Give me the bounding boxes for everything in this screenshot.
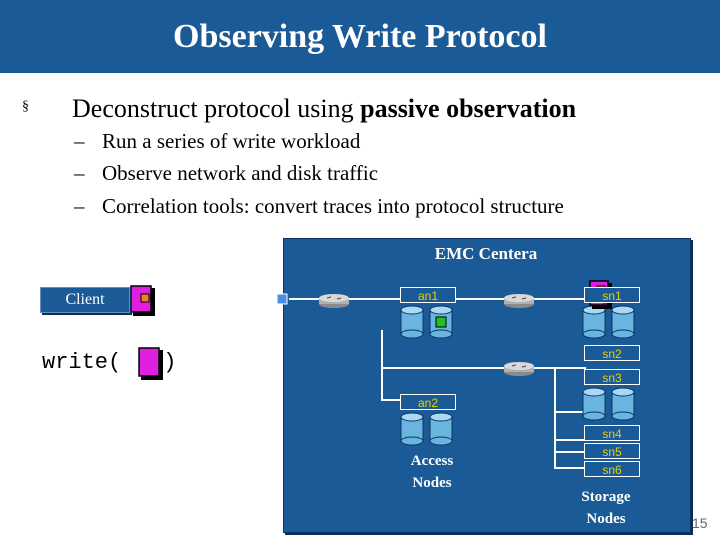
node-tag-sn2: sn2 — [584, 345, 640, 361]
port-icon — [276, 293, 288, 305]
node-tag-sn4: sn4 — [584, 425, 640, 441]
sub-bullet-text: Run a series of write workload — [102, 129, 361, 153]
access-nodes-label: Access Nodes — [392, 450, 472, 494]
panel-title: EMC Centera — [434, 244, 538, 263]
file-icon — [130, 285, 155, 316]
disk-icon — [611, 387, 635, 421]
router-icon — [504, 362, 534, 376]
network-links — [155, 298, 586, 469]
disk-icon — [400, 305, 424, 339]
storage-nodes-label: Storage Nodes — [566, 486, 646, 530]
disk-icon — [582, 305, 606, 339]
access-nodes-label-line: Nodes — [412, 475, 452, 491]
node-tag-sn6: sn6 — [584, 461, 640, 477]
main-bullet-plain: Deconstruct protocol using — [72, 94, 361, 123]
client-box: Client — [40, 287, 130, 313]
page-number: 15 — [692, 515, 708, 531]
node-tag-sn1: sn1 — [584, 287, 640, 303]
disk-icon — [611, 305, 635, 339]
write-open: write( — [42, 350, 122, 375]
main-bullet-text: Deconstruct protocol using passive obser… — [72, 94, 576, 124]
disk-icon — [429, 412, 453, 446]
sub-bullet-text: Observe network and disk traffic — [102, 161, 379, 185]
disk-icon — [582, 387, 606, 421]
node-tag-sn5: sn5 — [584, 443, 640, 459]
disk-icon — [400, 412, 424, 446]
sub-bullet-text: Correlation tools: convert traces into p… — [102, 194, 564, 218]
access-nodes-label-line: Access — [410, 453, 454, 469]
sub-bullet-marker: – — [74, 129, 85, 153]
router-icon — [504, 294, 534, 308]
main-bullet-bold: passive observation — [360, 94, 577, 123]
bullet-marker: § — [22, 99, 29, 114]
sub-bullet-marker: – — [74, 161, 85, 185]
title-bar — [0, 0, 720, 73]
file-icon — [138, 347, 163, 380]
disk-icon — [429, 305, 453, 339]
storage-nodes-label-line: Storage — [581, 489, 631, 505]
storage-nodes-label-line: Nodes — [586, 511, 626, 527]
slide-title: Observing Write Protocol — [173, 18, 547, 55]
node-tag-sn3: sn3 — [584, 369, 640, 385]
write-close: ) — [163, 350, 177, 375]
sub-bullet-marker: – — [74, 194, 85, 218]
node-tag-an2: an2 — [400, 394, 456, 410]
node-tag-an1: an1 — [400, 287, 456, 303]
write-call: write() — [42, 350, 176, 375]
router-icon — [319, 294, 349, 308]
